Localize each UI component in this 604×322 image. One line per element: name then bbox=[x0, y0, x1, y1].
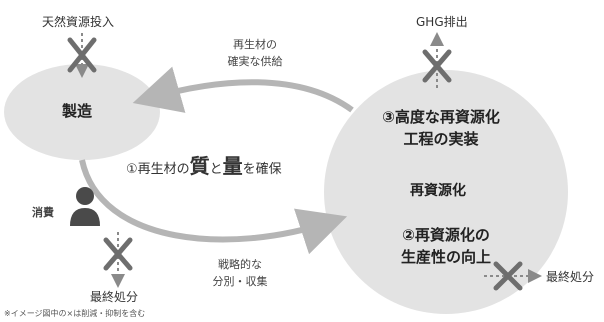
advanced-recycling-label: ③高度な再資源化 工程の実装 bbox=[366, 106, 516, 150]
manufacturing-node bbox=[4, 64, 160, 160]
recycling-node bbox=[324, 70, 568, 314]
recycled-supply-label: 再生材の 確実な供給 bbox=[215, 36, 295, 70]
recycled-supply-line1: 再生材の bbox=[233, 38, 277, 51]
final-disposal-left-label: 最終処分 bbox=[90, 290, 139, 304]
final-disposal-right-label: 最終処分 bbox=[546, 270, 595, 284]
advanced-line1: ③高度な再資源化 bbox=[382, 108, 500, 126]
footnote: ※イメージ図中の×は削減・抑制を含む bbox=[4, 309, 146, 318]
recycling-label: 再資源化 bbox=[410, 183, 466, 199]
strategic-collection-label: 戦略的な 分別・収集 bbox=[200, 256, 280, 290]
strategic-line1: 戦略的な bbox=[218, 258, 262, 271]
final-disposal-right-cross-icon bbox=[493, 261, 523, 291]
collection-arrow bbox=[79, 159, 348, 255]
final-disposal-left-cross-icon bbox=[103, 237, 133, 271]
quality-quantity-label: ①再生材の質と量を確保 bbox=[126, 150, 282, 179]
quality-char-2: 量 bbox=[222, 154, 243, 178]
ghg-label: GHG排出 bbox=[416, 15, 468, 29]
natural-input-cross-icon bbox=[67, 37, 97, 73]
person-icon bbox=[70, 187, 100, 226]
quality-prefix: ①再生材の bbox=[126, 162, 190, 177]
productivity-line2: 生産性の向上 bbox=[400, 248, 491, 266]
manufacturing-label: 製造 bbox=[62, 102, 93, 120]
advanced-line2: 工程の実装 bbox=[403, 130, 479, 148]
quality-suffix: を確保 bbox=[242, 162, 282, 177]
quality-and: と bbox=[209, 162, 223, 177]
recycled-supply-line2: 確実な供給 bbox=[227, 55, 283, 68]
supply-arrow bbox=[132, 66, 354, 113]
strategic-line2: 分別・収集 bbox=[212, 275, 268, 288]
productivity-label: ②再資源化の 生産性の向上 bbox=[376, 224, 516, 268]
natural-input-label: 天然資源投入 bbox=[42, 15, 115, 29]
quality-char-1: 質 bbox=[189, 154, 210, 178]
productivity-line1: ②再資源化の bbox=[402, 226, 490, 244]
ghg-cross-icon bbox=[422, 49, 452, 83]
consumption-label: 消費 bbox=[32, 206, 54, 219]
